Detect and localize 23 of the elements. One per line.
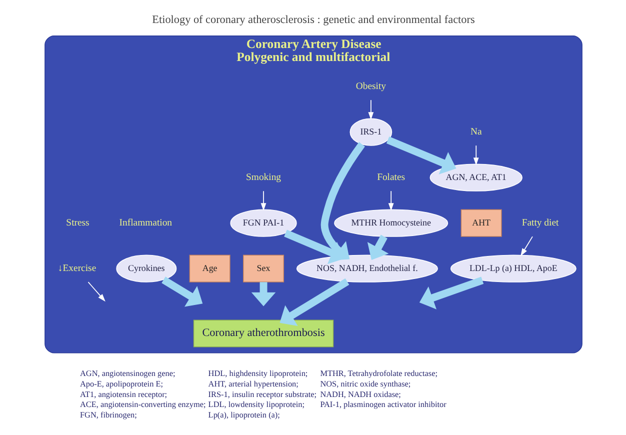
label: Apo-E, apolipoprotein E; — [80, 379, 163, 388]
label: Inflammation — [118, 218, 172, 229]
label: AT1, angiotensin receptor; — [80, 390, 167, 399]
node-text: Smoking — [246, 172, 281, 184]
label: NADH, NADH oxidase; — [320, 390, 400, 399]
label: HDL, highdensity lipoprotein; — [208, 368, 308, 378]
node-text: Folates — [376, 172, 405, 184]
label: Stress — [66, 218, 89, 229]
label: LDL, lowdensity lipoprotein; — [208, 400, 304, 410]
label: IRS-1, insulin receptor substrate; — [208, 390, 316, 399]
node-text: ↓Exercise — [57, 263, 96, 274]
label: AHT, arterial hypertension; — [208, 379, 298, 388]
label: ACE, angiotensin-converting enzyme; — [80, 400, 206, 410]
label: MTHR, Tetrahydrofolate reductase; — [320, 368, 437, 378]
label: AGN, angiotensinogen gene; — [80, 368, 175, 378]
node-text: Obesity — [355, 81, 386, 92]
node-text: Fatty diet — [521, 218, 558, 229]
label: FGN, fibrinogen; — [80, 410, 136, 420]
label: Lp(a), lipoprotein (a); — [208, 410, 280, 420]
label: PAI-1, plasminogen activator inhibitor — [320, 400, 446, 410]
diagram-title: Etiology of coronary atherosclerosis : genetic and environmental factors — [152, 14, 474, 26]
node-text: Na — [470, 126, 482, 138]
label: NOS, nitric oxide synthase; — [320, 379, 410, 388]
